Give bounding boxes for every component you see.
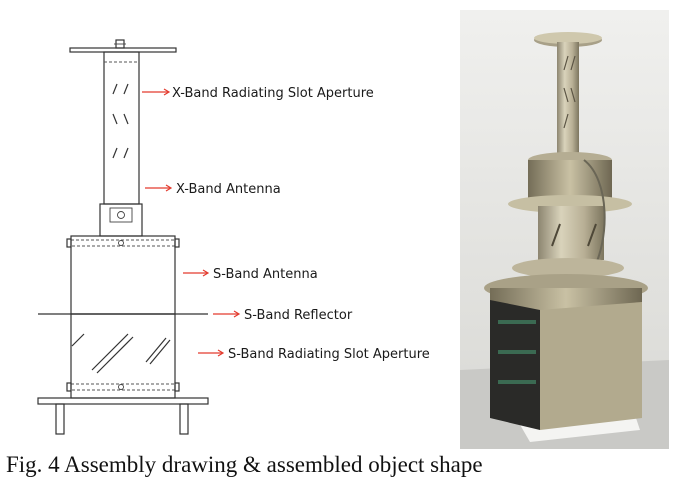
s-band-antenna-housing xyxy=(66,235,180,315)
annotation-arrows xyxy=(142,88,241,357)
x-band-antenna-bracket xyxy=(99,203,143,237)
label-s-band-antenna: S-Band Antenna xyxy=(213,267,318,282)
figure-caption: Fig. 4 Assembly drawing & assembled obje… xyxy=(6,452,483,477)
label-s-band-reflector: S-Band Reflector xyxy=(244,308,353,323)
label-s-band-slot: S-Band Radiating Slot Aperture xyxy=(228,347,430,362)
x-band-slots xyxy=(112,83,129,159)
assembled-object-photo xyxy=(460,10,669,449)
s-band-lower-housing xyxy=(66,313,180,399)
s-band-slots xyxy=(71,333,171,374)
label-x-band-slot: X-Band Radiating Slot Aperture xyxy=(172,86,374,101)
label-x-band-antenna: X-Band Antenna xyxy=(176,182,281,197)
base-plate xyxy=(37,397,209,435)
x-band-tube xyxy=(103,51,140,205)
assembly-drawing: X-Band Radiating Slot Aperture X-Band An… xyxy=(37,39,430,435)
